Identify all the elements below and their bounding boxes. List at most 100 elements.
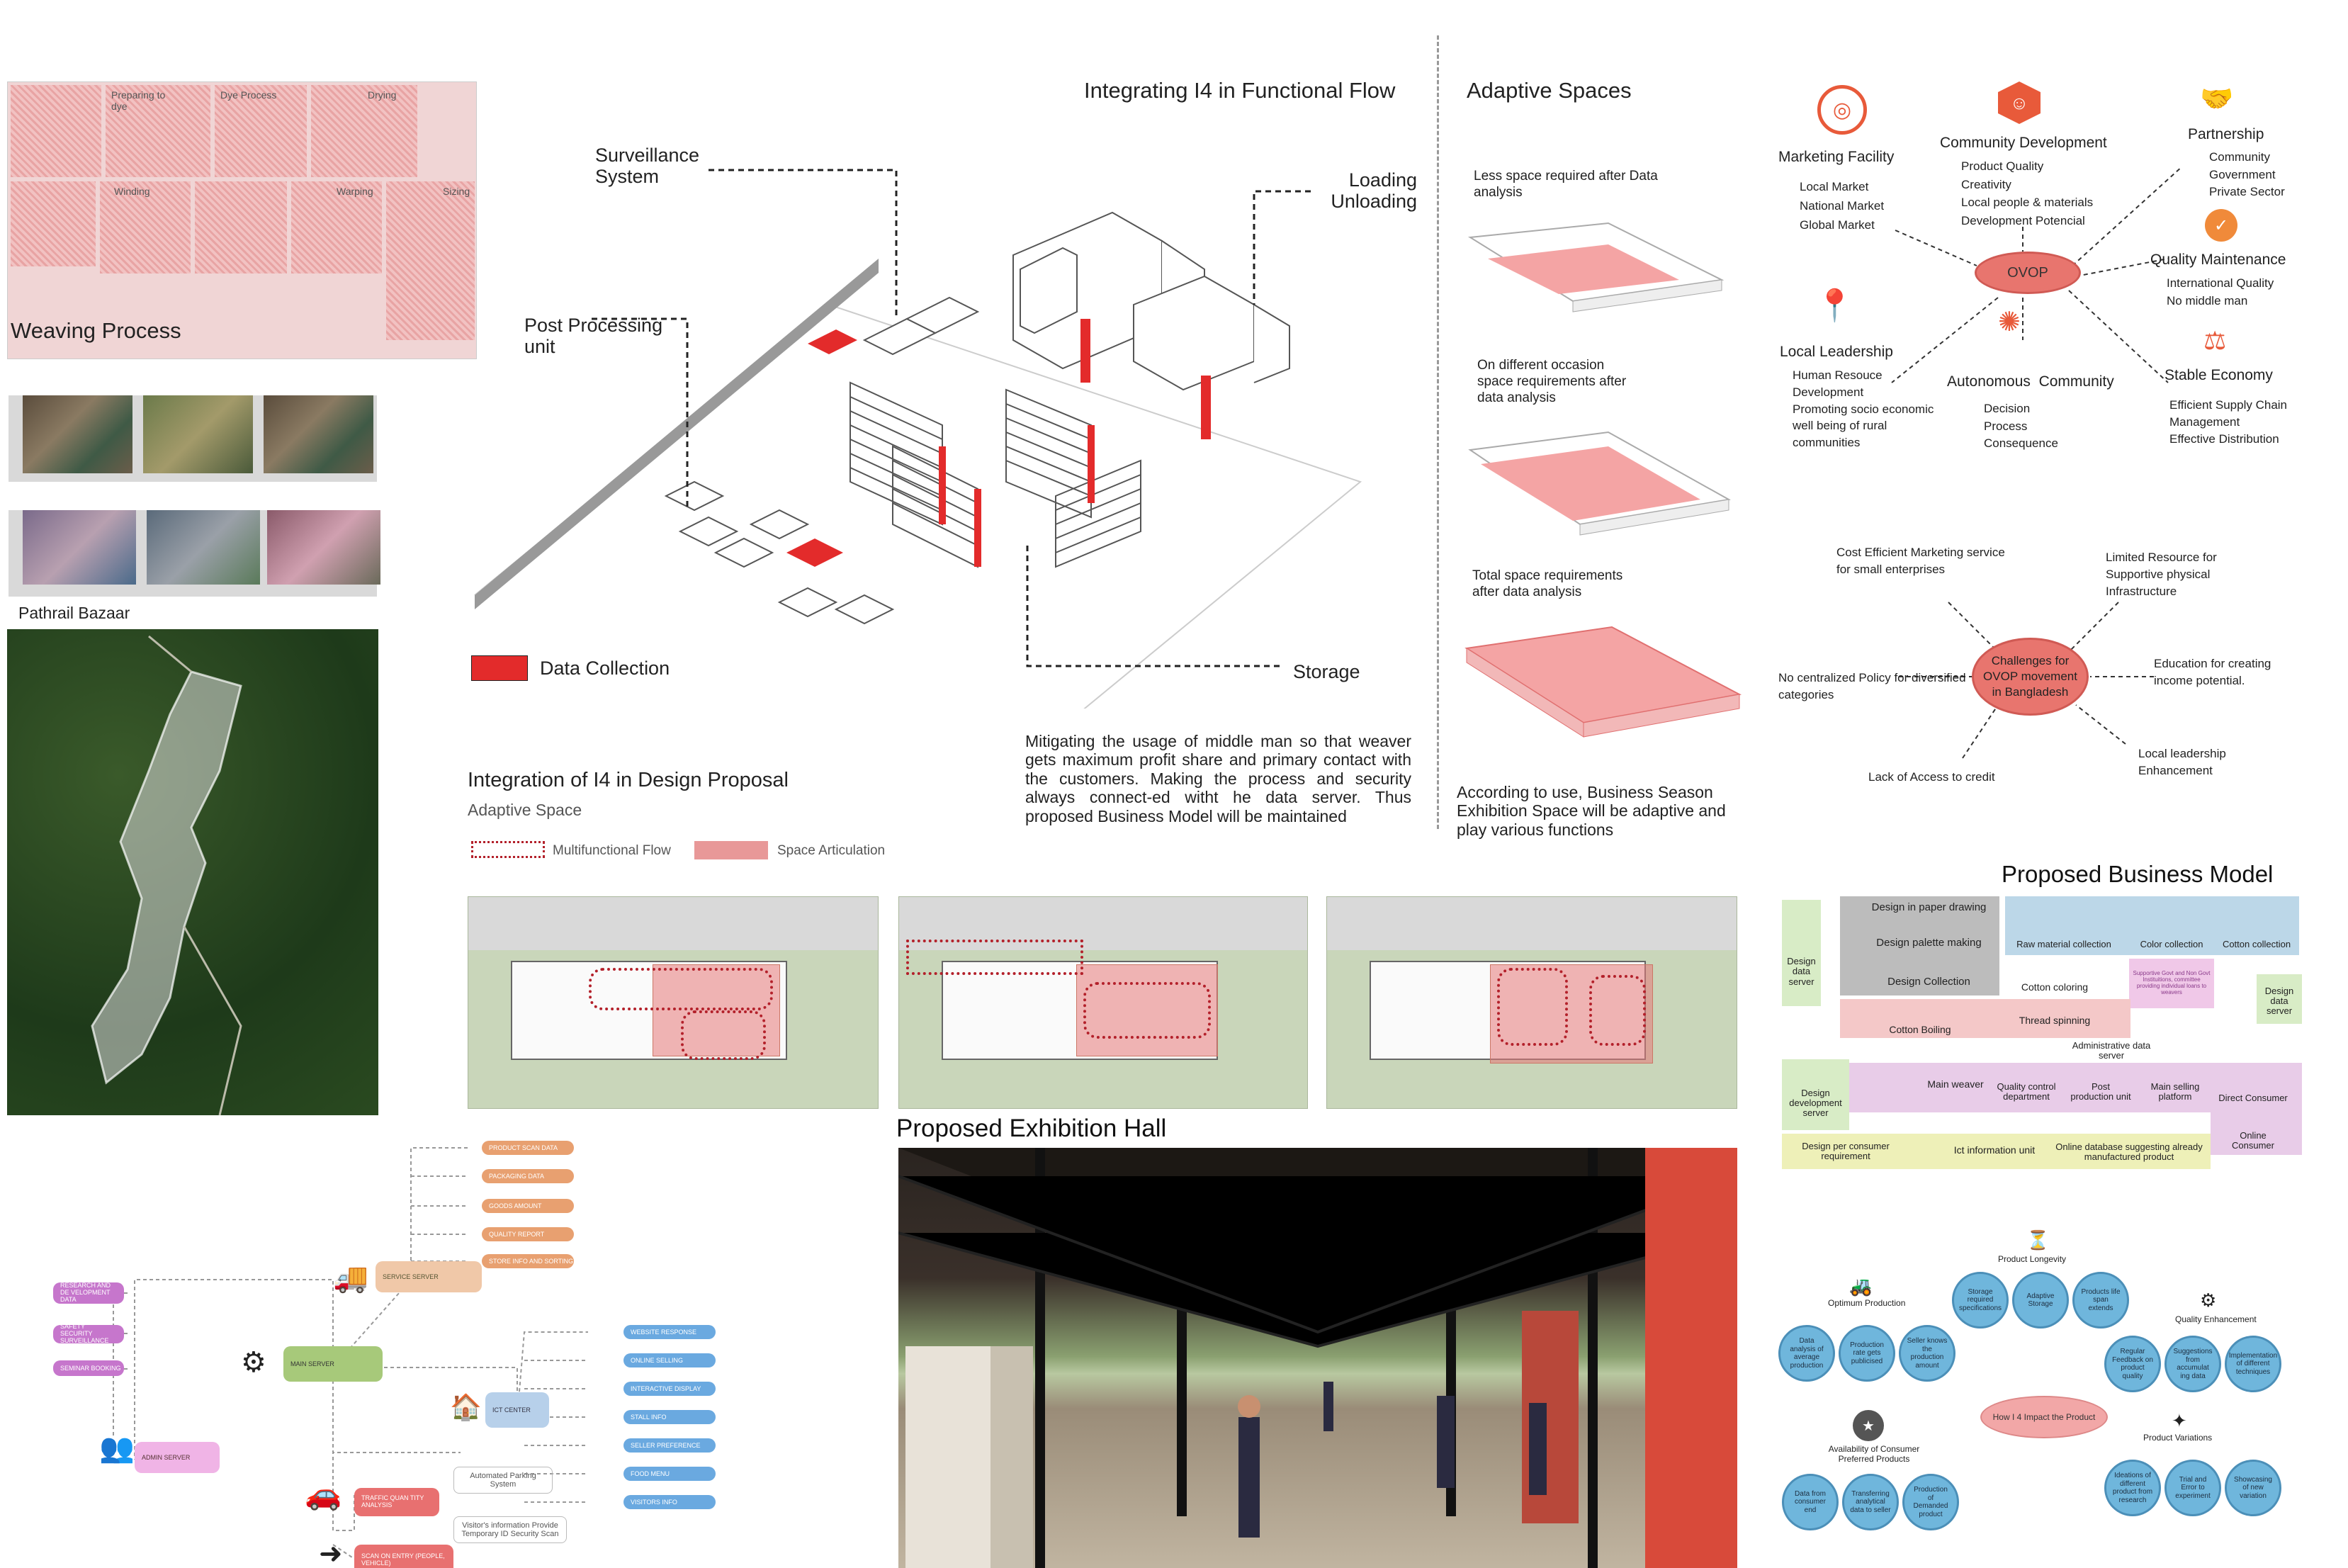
challenges-connectors xyxy=(1899,602,2154,759)
bm-selling: Main selling platform xyxy=(2150,1081,2200,1102)
challenge-item: Education for creating income potential. xyxy=(2154,657,2271,687)
list-item: Human Resouce Development xyxy=(1793,368,1883,399)
impact-bubble: Regular Feedback on product quality xyxy=(2104,1336,2161,1392)
impact-variations: Product Variations xyxy=(2143,1433,2213,1443)
service-item: PRODUCT SCAN DATA xyxy=(482,1141,574,1155)
list-item: Efficient Supply Chain Management xyxy=(2169,398,2288,429)
longevity-icon: ⏳ xyxy=(2026,1229,2050,1251)
bm-consumer-group xyxy=(2211,1063,2302,1155)
impact-bubble: Seller knows the production amount xyxy=(1899,1325,1955,1382)
flow-note: Mitigating the usage of middle man so th… xyxy=(1025,732,1411,825)
badge-icon: ✓ xyxy=(2205,209,2237,242)
optimum-icon: 🚜 xyxy=(1849,1275,1873,1297)
ovop-connectors xyxy=(1891,166,2183,383)
plan-3 xyxy=(1326,896,1737,1109)
autonomous-list: Decision Process Consequence xyxy=(1984,400,2058,453)
bm-palette: Design palette making xyxy=(1876,936,1982,949)
weave-photo-1 xyxy=(11,85,101,177)
bm-direct: Direct Consumer xyxy=(2218,1092,2288,1103)
challenge-item: Lack of Access to credit xyxy=(1868,770,1995,784)
community-list: Product Quality Creativity Local people … xyxy=(1961,157,2093,230)
list-item: Development Potencial xyxy=(1961,213,2085,227)
bazaar-title: Pathrail Bazaar xyxy=(18,604,130,622)
impact-optimum: Optimum Production xyxy=(1828,1298,1906,1308)
people-icon: 👥 xyxy=(99,1433,135,1464)
impact-quality: Quality Enhancement xyxy=(2175,1314,2257,1324)
list-item: Product Quality xyxy=(1961,159,2044,173)
impact-bubble: Data from consumer end xyxy=(1782,1474,1839,1530)
quality-list: International Quality No middle man xyxy=(2167,275,2274,310)
ict-item: FOOD MENU xyxy=(623,1467,716,1481)
bm-admin: Administrative data server xyxy=(2072,1039,2151,1061)
impact-label: How I 4 Impact the Product xyxy=(1992,1412,2096,1422)
design-proposal-title: Integration of I4 in Design Proposal xyxy=(468,769,789,791)
car-icon: 🚗 xyxy=(305,1477,342,1511)
entry-icon: ➜ xyxy=(319,1538,343,1568)
legend-flow-swatch xyxy=(471,841,545,858)
adaptive-slab-c xyxy=(1464,626,1742,738)
list-item: Local people & materials xyxy=(1961,196,2094,209)
adaptive-spaces-title: Adaptive Spaces xyxy=(1467,78,1632,103)
bm-raw: Raw material collection xyxy=(2016,938,2111,949)
partnership-list: Community Government Private Sector xyxy=(2209,149,2285,201)
ict-item: VISITORS INFO xyxy=(623,1495,716,1509)
weave-step-label: Sizing xyxy=(443,186,470,197)
preference-seal-icon: ★ xyxy=(1853,1410,1884,1441)
impact-bubble: Suggestions from accumulat ing data xyxy=(2164,1336,2221,1392)
adaptive-slab-a xyxy=(1467,222,1725,312)
vertical-divider xyxy=(1437,35,1439,829)
admin-item: SAFETY SECURITY SURVEILLANCE xyxy=(53,1323,124,1344)
ovop-label: OVOP xyxy=(2007,264,2048,281)
stable-title: Stable Economy xyxy=(2164,367,2273,383)
list-item: Promoting socio economic well being of r… xyxy=(1793,402,1934,450)
weave-photo-5 xyxy=(11,181,96,266)
bm-coloring: Cotton coloring xyxy=(2021,981,2089,993)
bm-design-server xyxy=(1782,900,1821,1006)
business-model-diagram: Design data server Design in paper drawi… xyxy=(1782,896,2302,1194)
legend-space-swatch xyxy=(694,841,768,859)
bm-online: Online Consumer xyxy=(2232,1129,2274,1151)
bazaar-strip-2 xyxy=(9,510,380,597)
impact-availability: Availability of Consumer Preferred Produ… xyxy=(1828,1444,1920,1464)
impact-bubble: Data analysis of average production xyxy=(1778,1325,1835,1382)
bm-drawing: Design in paper drawing xyxy=(1871,901,1987,913)
variations-icon: ✦ xyxy=(2172,1410,2187,1431)
bm-collection: Design Collection xyxy=(1887,975,1970,988)
server-network: PRODUCT SCAN DATA PACKAGING DATA GOODS A… xyxy=(43,1119,765,1568)
ict-item: STALL INFO xyxy=(623,1410,716,1424)
leadership-list: Human Resouce Development Promoting soci… xyxy=(1793,367,1955,451)
exhibition-title: Proposed Exhibition Hall xyxy=(896,1115,1167,1142)
list-item: No middle man xyxy=(2167,293,2248,308)
plan-1 xyxy=(468,896,879,1109)
impact-bubble: Ideations of different product from rese… xyxy=(2104,1460,2161,1516)
autonomous-title: Autonomous Community xyxy=(1947,373,2114,390)
service-item: QUALITY REPORT xyxy=(482,1227,574,1241)
adaptive-note-main: According to use, Business Season Exhibi… xyxy=(1457,783,1726,839)
loading-label: Loading Unloading xyxy=(1331,169,1417,212)
community-icon: ☺ xyxy=(1998,81,2041,124)
list-item: Consequence xyxy=(1984,436,2058,451)
truck-icon: 🚚 xyxy=(333,1263,368,1294)
post-processing-label: Post Processing unit xyxy=(524,315,663,357)
impact-bubble: Trial and Error to experiment xyxy=(2164,1460,2221,1516)
weave-photo-3: Dye Process xyxy=(215,85,307,177)
impact-bubble: Production rate gets publicised xyxy=(1839,1325,1895,1382)
admin-server: ADMIN SERVER xyxy=(135,1442,220,1473)
network-icon: ⚙ xyxy=(241,1347,266,1378)
bm-qc: Quality control department xyxy=(1997,1081,2056,1102)
visitor-note: Visitor's information Provide Temporary … xyxy=(453,1516,567,1543)
bm-boiling: Cotton Boiling xyxy=(1889,1024,1951,1036)
bm-consumer-req: Design per consumer requirement xyxy=(1802,1140,1890,1161)
list-item: Local Market xyxy=(1800,180,1869,193)
handshake-icon: 🤝 xyxy=(2200,84,2234,114)
target-icon: ◎ xyxy=(1817,85,1867,135)
weave-photo-2: Preparing to dye xyxy=(106,85,210,177)
list-item: Government xyxy=(2209,167,2276,181)
exhibition-render xyxy=(898,1148,1737,1568)
adaptive-space-subtitle: Adaptive Space xyxy=(468,801,582,819)
list-item: International Quality xyxy=(2167,276,2274,290)
partnership-title: Partnership xyxy=(2188,126,2264,142)
adaptive-slab-b xyxy=(1468,431,1731,536)
bm-data-server-box xyxy=(2257,974,2302,1024)
data-collection-label: Data Collection xyxy=(540,658,670,679)
